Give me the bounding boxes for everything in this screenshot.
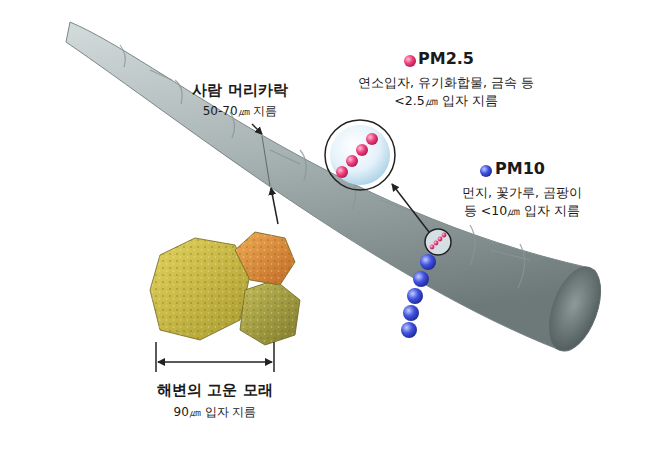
- dimension-label: 90㎛ 입자 지름: [174, 404, 257, 421]
- part-name: 해변의 고운 모래: [157, 380, 272, 401]
- dimension-line: [262, 136, 270, 186]
- hair-body: [66, 22, 590, 350]
- particle-name: PM2.5: [418, 48, 474, 70]
- pm25-bubble: [325, 120, 395, 190]
- dimension-line: [252, 124, 262, 134]
- particle-note: 연소입자, 유기화합물, 금속 등 <2.5㎛ 입자 지름: [351, 74, 541, 109]
- pm25-dot: [404, 55, 416, 67]
- sand-grains: [150, 232, 300, 345]
- dimension-label: 50-70㎛ 지름: [203, 103, 278, 120]
- particle-name: PM10: [495, 158, 545, 180]
- pm10-dot: [480, 165, 492, 177]
- sand-dimension: [156, 342, 274, 372]
- dimension-line: [271, 188, 278, 224]
- part-name: 사람 머리카락: [192, 80, 287, 101]
- hair-end: [539, 260, 610, 358]
- particle-note: 먼지, 꽃가루, 곰팡이 등 <10㎛ 입자 지름: [454, 184, 590, 219]
- pm10-particles: [401, 254, 436, 338]
- magnifier: [392, 184, 451, 255]
